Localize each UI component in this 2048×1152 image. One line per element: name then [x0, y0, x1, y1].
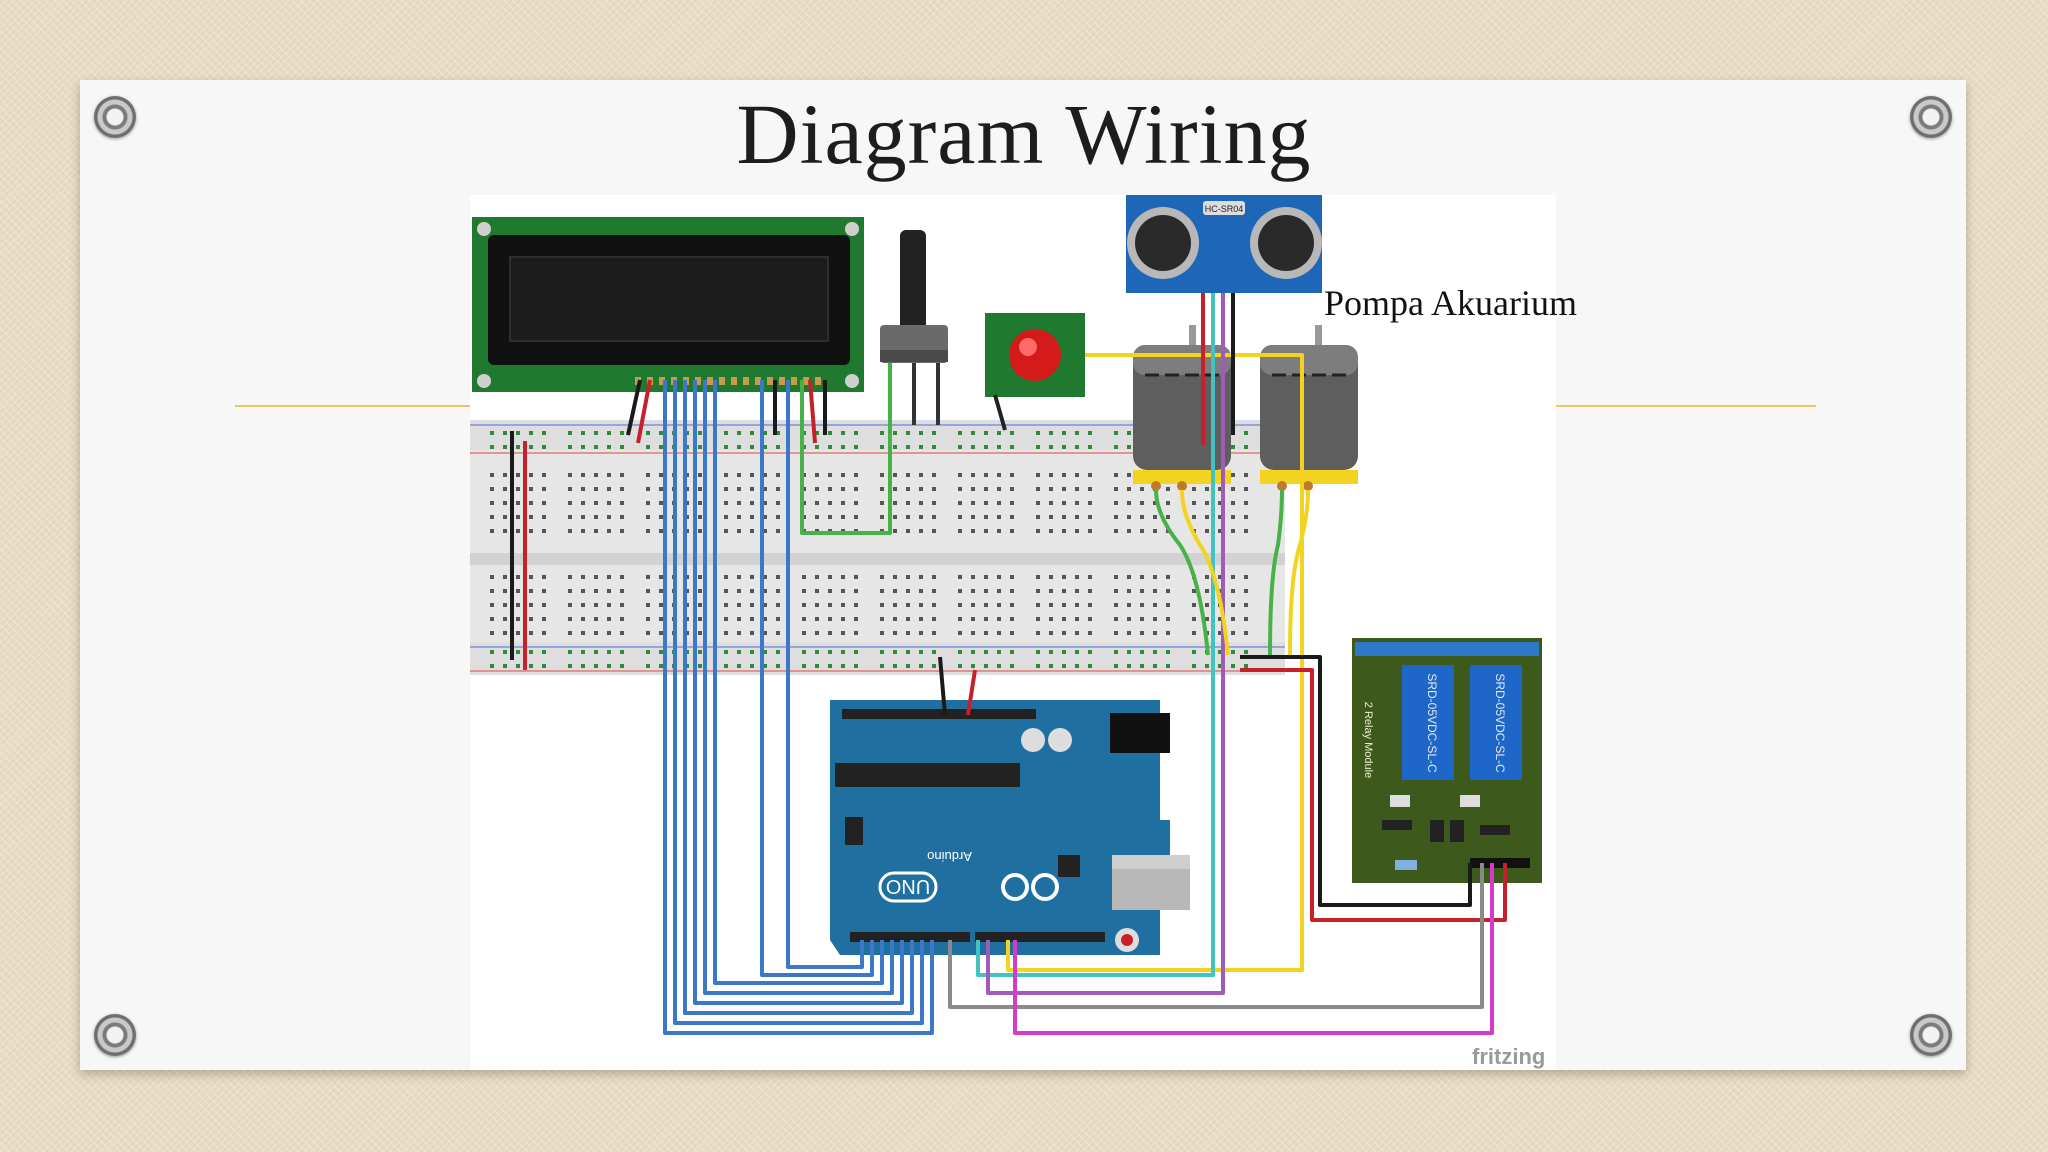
- ultrasonic-sensor-icon: HC-SR04: [1126, 195, 1322, 293]
- wire: [703, 380, 894, 995]
- wiring-diagram: HC-SR04 SRD-05VDC-SL-C: [470, 195, 1556, 1070]
- divider-left: [235, 405, 470, 407]
- grommet-icon: [94, 96, 136, 138]
- wire: [663, 380, 934, 1035]
- divider-right: [1556, 405, 1816, 407]
- wire: [693, 380, 904, 1005]
- wiring-diagram-svg: HC-SR04 SRD-05VDC-SL-C: [470, 195, 1542, 1035]
- relay-module-label: 2 Relay Module: [1362, 702, 1374, 778]
- wires: [510, 293, 1507, 1035]
- wire: [1268, 489, 1284, 656]
- wire: [976, 293, 1215, 977]
- wire: [1240, 668, 1507, 922]
- wire: [808, 379, 817, 444]
- wire: [1288, 489, 1310, 656]
- dc-motor-icon: [1133, 325, 1231, 491]
- wire: [1006, 353, 1304, 972]
- wire: [1240, 655, 1472, 907]
- wire: [1154, 489, 1210, 656]
- slide-title: Diagram Wiring: [736, 86, 1312, 182]
- wire: [760, 380, 874, 977]
- dc-motor-icon: [1260, 325, 1358, 491]
- grommet-icon: [1910, 1014, 1952, 1056]
- relay-part-label: SRD-05VDC-SL-C: [1493, 673, 1507, 773]
- wire: [1180, 489, 1230, 656]
- wire: [1013, 863, 1494, 1035]
- push-button-icon: [985, 313, 1085, 431]
- relay-module-icon: SRD-05VDC-SL-C SRD-05VDC-SL-C 2 Relay Mo…: [1352, 638, 1542, 883]
- relay-part-label: SRD-05VDC-SL-C: [1425, 673, 1439, 773]
- wire: [800, 363, 892, 535]
- grommet-icon: [94, 1014, 136, 1056]
- wire: [948, 863, 1484, 1009]
- wire: [636, 379, 652, 444]
- wire: [986, 293, 1225, 995]
- wire: [683, 380, 914, 1015]
- arduino-model-label: UNO: [886, 875, 930, 897]
- wire: [626, 379, 642, 436]
- wire: [938, 656, 947, 716]
- lcd-display-icon: [472, 217, 864, 392]
- arduino-uno-icon: UNO Arduino: [830, 700, 1190, 955]
- sensor-label: HC-SR04: [1205, 204, 1244, 214]
- fritzing-watermark: fritzing: [1472, 1044, 1546, 1069]
- wire: [786, 380, 864, 969]
- wire: [966, 669, 977, 716]
- wire: [713, 380, 884, 985]
- arduino-brand-label: Arduino: [927, 849, 972, 864]
- wire: [673, 380, 924, 1025]
- grommet-icon: [1910, 96, 1952, 138]
- pump-label: Pompa Akuarium: [1324, 283, 1577, 323]
